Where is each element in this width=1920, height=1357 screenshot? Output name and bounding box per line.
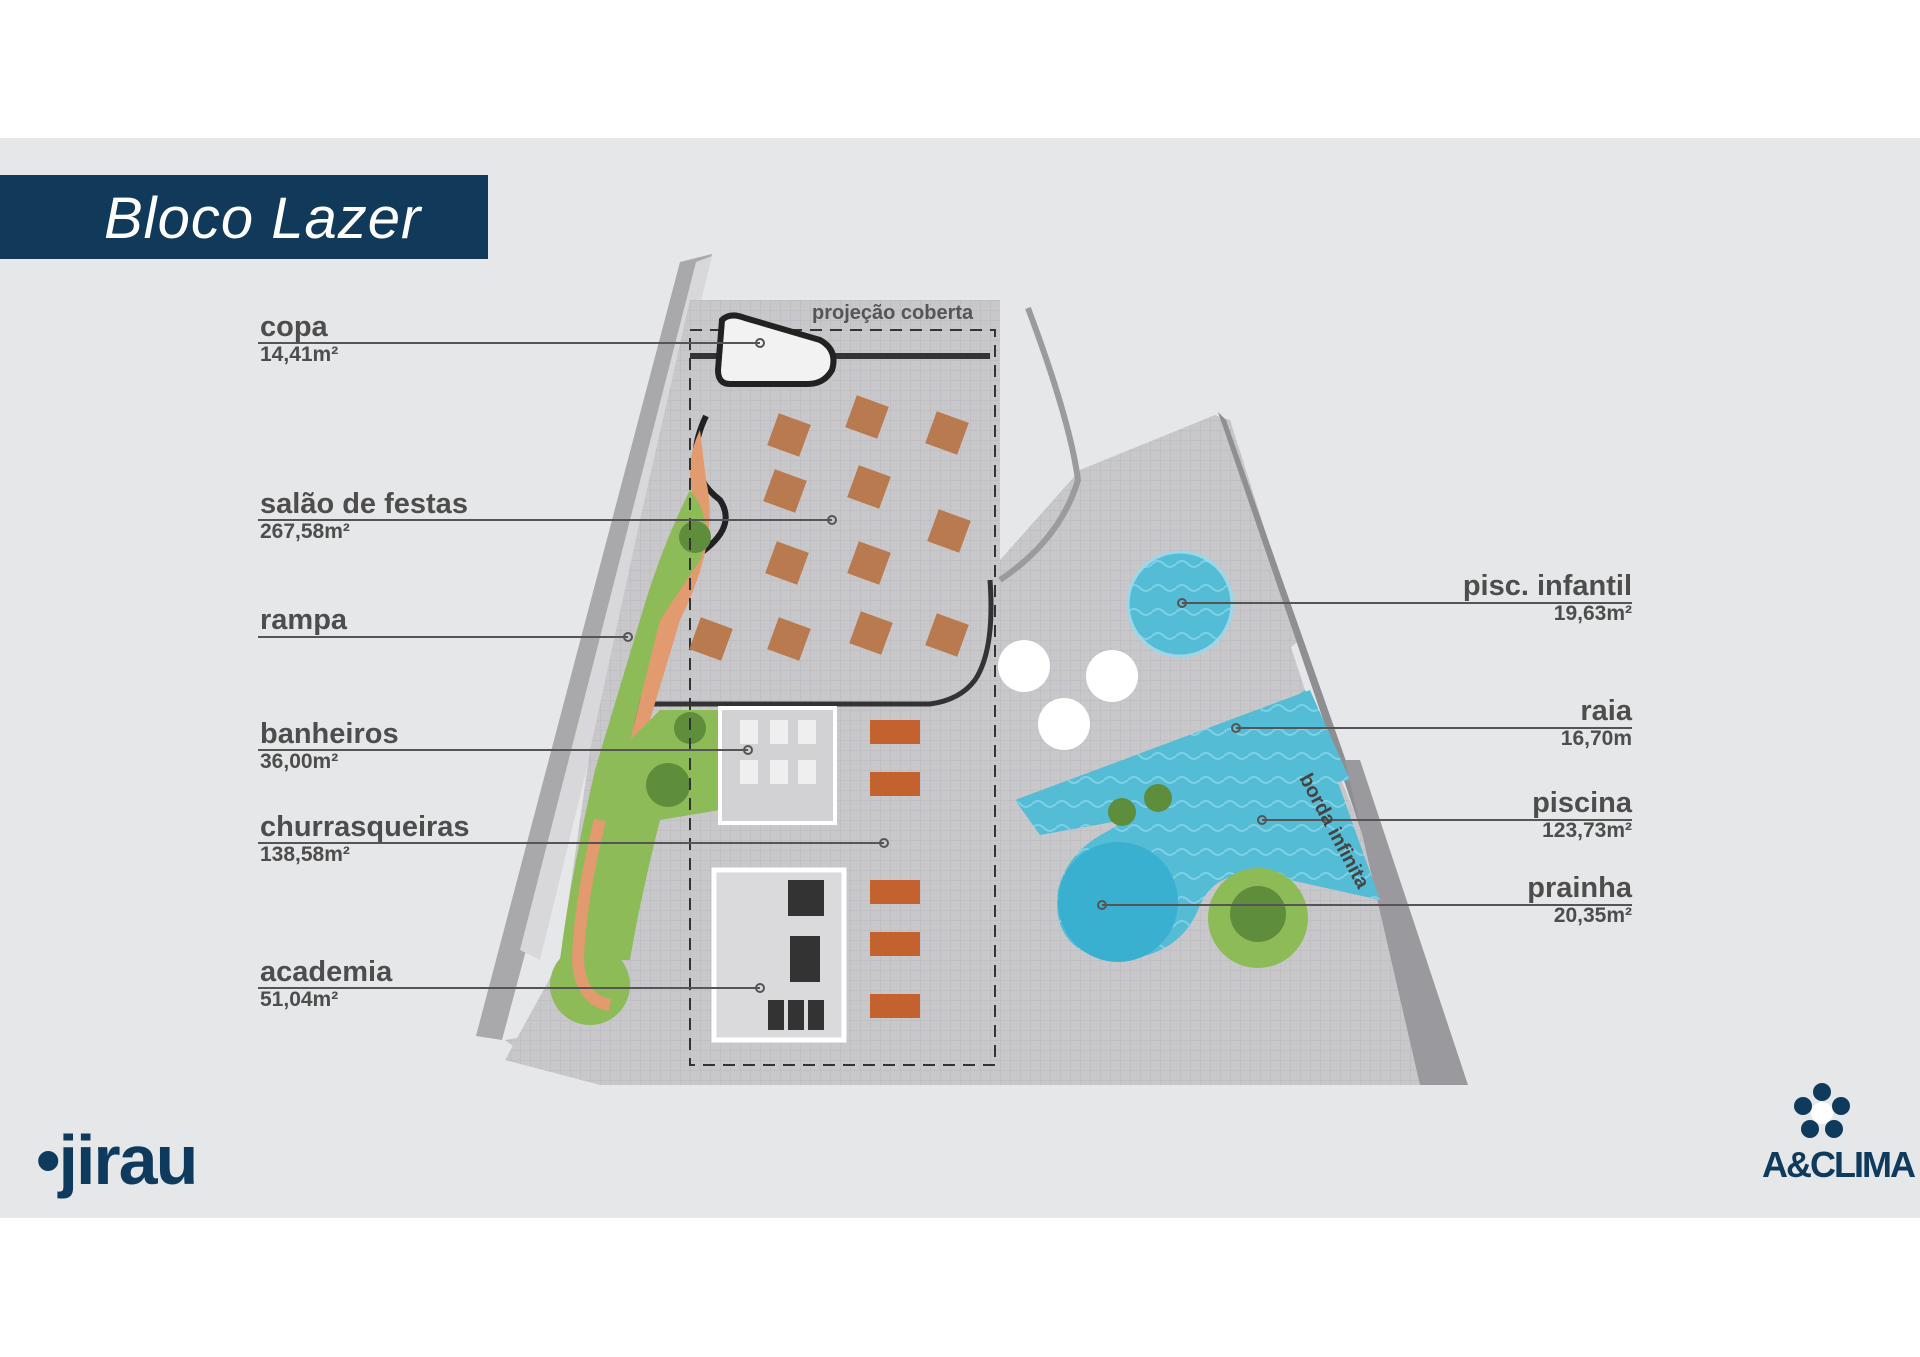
garden-strip [590, 430, 710, 1010]
umbrella [998, 640, 1050, 692]
beach-pool [1058, 842, 1178, 962]
label-area: 20,35m² [1553, 904, 1632, 927]
label-piscina: piscina 123,73m² [1372, 787, 1632, 842]
label-name: copa [260, 311, 328, 343]
label-raia: raia 16,70m [1372, 695, 1632, 750]
label-area: 14,41m² [260, 343, 339, 366]
aclima-logo-text: A&CLIMA [1762, 1144, 1916, 1185]
party-tables [689, 395, 971, 661]
tree [646, 763, 690, 807]
label-copa: copa 14,41m² [260, 311, 339, 366]
tree [1144, 784, 1172, 812]
salao-east-curve [650, 579, 994, 707]
umbrella [1038, 698, 1090, 750]
label-area: 36,00m² [260, 750, 339, 773]
floor-bottom [505, 1030, 1000, 1085]
title-bar [0, 175, 488, 259]
aclima-logo: A&CLIMA [1762, 1082, 1916, 1186]
bbq-tables [870, 720, 920, 1018]
label-name: salão de festas [260, 488, 468, 520]
aclima-flower-icon [1794, 1083, 1850, 1138]
label-pisc-infantil: pisc. infantil 19,63m² [1372, 570, 1632, 625]
garden-path [571, 818, 612, 1011]
label-name: rampa [260, 604, 348, 636]
label-name: prainha [1527, 872, 1632, 904]
umbrella [1086, 650, 1138, 702]
label-area: 267,58m² [260, 520, 350, 543]
label-name: pisc. infantil [1462, 570, 1632, 602]
label-name: banheiros [260, 718, 399, 750]
tree [679, 521, 711, 553]
label-area: 138,58m² [260, 843, 350, 866]
jirau-logo-text: jirau [58, 1121, 199, 1199]
label-academia: academia 51,04m² [260, 956, 393, 1011]
label-area: 16,70m [1560, 727, 1632, 750]
label-area: 19,63m² [1553, 602, 1632, 625]
copa-room [714, 312, 837, 387]
label-churrasqueiras: churrasqueiras 138,58m² [260, 811, 470, 866]
east-gray-wall [1345, 760, 1468, 1085]
label-rampa: rampa [260, 606, 347, 635]
label-name: churrasqueiras [260, 811, 470, 843]
label-name: academia [260, 956, 393, 988]
north-curved-wall [998, 306, 1082, 583]
page-title: Bloco Lazer [104, 186, 422, 251]
covered-projection-note: projeção coberta [812, 302, 974, 324]
label-prainha: prainha 20,35m² [1372, 872, 1632, 927]
label-banheiros: banheiros 36,00m² [260, 718, 399, 773]
label-area: 51,04m² [260, 988, 339, 1011]
label-name: piscina [1532, 787, 1632, 819]
label-name: raia [1580, 695, 1632, 727]
label-area: 123,73m² [1542, 819, 1632, 842]
label-salao: salão de festas 267,58m² [260, 488, 468, 543]
logo-dot-icon: • [36, 1121, 60, 1199]
jirau-logo: •jirau [36, 1120, 199, 1200]
tree [1108, 798, 1136, 826]
tree [1230, 886, 1286, 942]
